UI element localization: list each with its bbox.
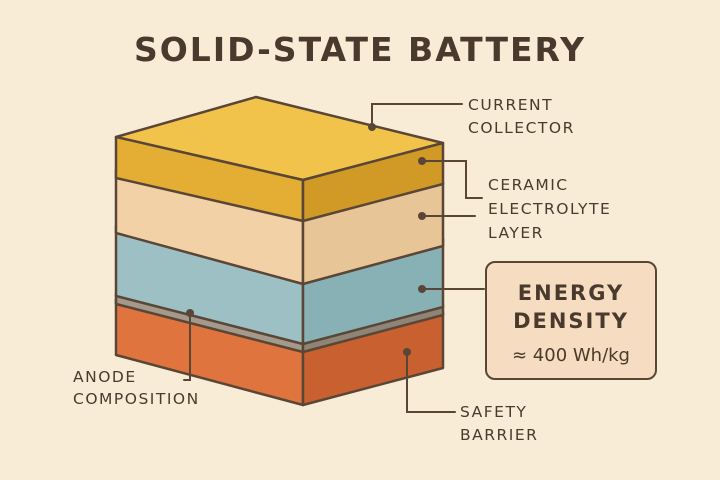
- energy-density-title-line1: ENERGY: [517, 281, 625, 305]
- anode-leader-dot: [186, 309, 194, 317]
- current-collector-label: CURRENT COLLECTOR: [468, 96, 575, 137]
- anode-composition-label: ANODE COMPOSITION: [73, 368, 200, 408]
- safety-leader-dot: [403, 348, 411, 356]
- safety-barrier-label: SAFETY BARRIER: [460, 403, 538, 444]
- anode-box-dot: [418, 285, 426, 293]
- electrolyte-leader-dot: [418, 157, 426, 165]
- energy-density-value: ≈ 400 Wh/kg: [511, 345, 630, 366]
- collector-leader-line: [371, 103, 463, 128]
- energy-density-callout: ENERGY DENSITY ≈ 400 Wh/kg: [485, 261, 657, 380]
- anode-leader-line: [183, 312, 191, 381]
- electrolyte-box-dot: [418, 212, 426, 220]
- collector-leader-dot: [368, 123, 376, 131]
- collector-side-face: [301, 141, 445, 223]
- safety-leader-line: [406, 351, 456, 413]
- page-title: SOLID-STATE BATTERY: [133, 30, 586, 69]
- energy-density-title-line2: DENSITY: [513, 309, 629, 333]
- electrolyte-leader-line: [421, 160, 483, 199]
- ceramic-electrolyte-label: CERAMIC ELECTROLYTE LAYER: [488, 176, 618, 242]
- energy-density-title: ENERGY DENSITY: [487, 279, 655, 335]
